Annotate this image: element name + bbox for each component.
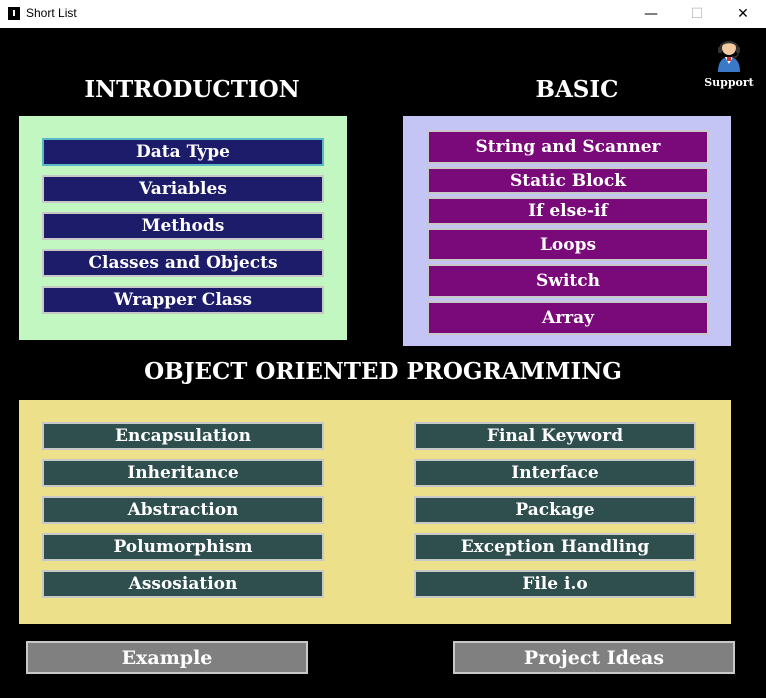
string-and-scanner-button[interactable]: String and Scanner bbox=[427, 130, 709, 164]
support-agent-icon bbox=[718, 40, 740, 72]
close-button[interactable]: ✕ bbox=[737, 6, 749, 22]
switch-button[interactable]: Switch bbox=[427, 264, 709, 298]
basic-panel: String and Scanner Static Block If else-… bbox=[403, 116, 731, 346]
array-button[interactable]: Array bbox=[427, 301, 709, 335]
support-button[interactable]: Support bbox=[701, 36, 757, 89]
oop-heading: OBJECT ORIENTED PROGRAMMING bbox=[144, 358, 622, 385]
introduction-heading: INTRODUCTION bbox=[84, 76, 300, 103]
example-button[interactable]: Example bbox=[26, 641, 308, 674]
exception-handling-button[interactable]: Exception Handling bbox=[414, 533, 696, 561]
oop-panel: Encapsulation Inheritance Abstraction Po… bbox=[19, 400, 731, 624]
variables-button[interactable]: Variables bbox=[42, 175, 324, 203]
project-ideas-button[interactable]: Project Ideas bbox=[453, 641, 735, 674]
classes-and-objects-button[interactable]: Classes and Objects bbox=[42, 249, 324, 277]
polymorphism-button[interactable]: Polumorphism bbox=[42, 533, 324, 561]
basic-heading: BASIC bbox=[535, 76, 619, 103]
title-bar: Short List — ☐ ✕ bbox=[0, 0, 766, 28]
encapsulation-button[interactable]: Encapsulation bbox=[42, 422, 324, 450]
interface-button[interactable]: Interface bbox=[414, 459, 696, 487]
wrapper-class-button[interactable]: Wrapper Class bbox=[42, 286, 324, 314]
inheritance-button[interactable]: Inheritance bbox=[42, 459, 324, 487]
abstraction-button[interactable]: Abstraction bbox=[42, 496, 324, 524]
static-block-button[interactable]: Static Block bbox=[427, 167, 709, 194]
minimize-button[interactable]: — bbox=[644, 6, 658, 22]
data-type-button[interactable]: Data Type bbox=[42, 138, 324, 166]
maximize-button[interactable]: ☐ bbox=[690, 6, 704, 22]
main-area: Support INTRODUCTION BASIC Data Type Var… bbox=[0, 28, 766, 698]
package-button[interactable]: Package bbox=[414, 496, 696, 524]
file-io-button[interactable]: File i.o bbox=[414, 570, 696, 598]
association-button[interactable]: Assosiation bbox=[42, 570, 324, 598]
introduction-panel: Data Type Variables Methods Classes and … bbox=[19, 116, 347, 340]
if-else-if-button[interactable]: If else-if bbox=[427, 197, 709, 225]
app-icon bbox=[8, 7, 20, 20]
window-title: Short List bbox=[26, 6, 77, 20]
support-label: Support bbox=[704, 76, 754, 89]
loops-button[interactable]: Loops bbox=[427, 228, 709, 261]
final-keyword-button[interactable]: Final Keyword bbox=[414, 422, 696, 450]
methods-button[interactable]: Methods bbox=[42, 212, 324, 240]
